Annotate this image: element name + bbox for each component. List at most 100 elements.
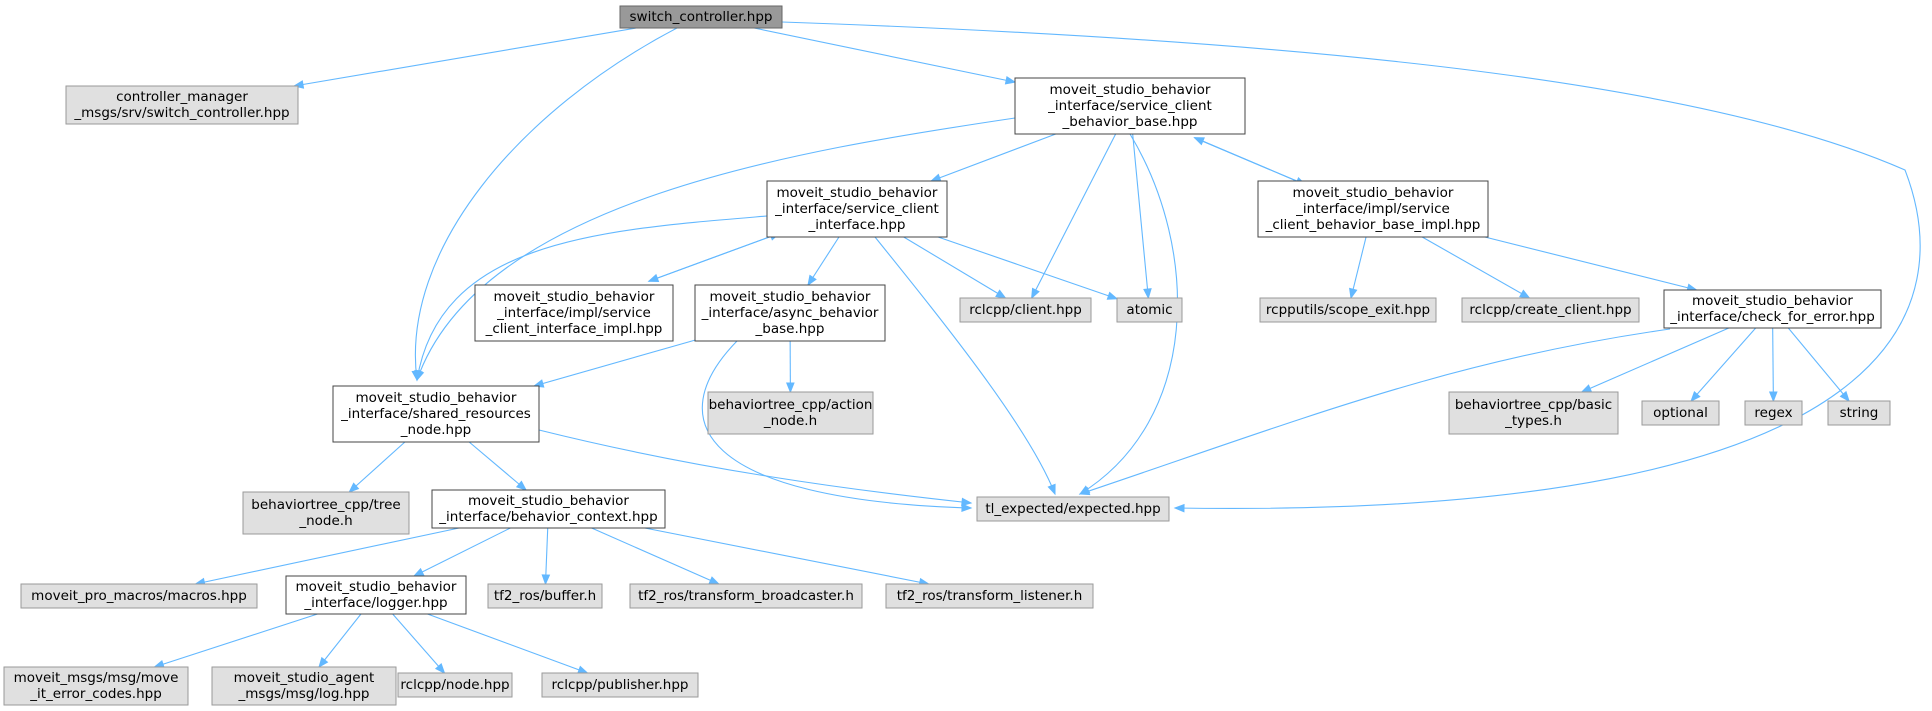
edge-switch_controller-to-scbb (753, 27, 1017, 85)
node-agent-log[interactable]: moveit_studio_agent_msgs/msg/log.hpp (211, 666, 397, 706)
node-tf2-listener[interactable]: tf2_ros/transform_listener.h (885, 583, 1094, 609)
node-box (1116, 297, 1183, 323)
node-label-line: moveit_studio_agent (234, 670, 375, 686)
node-label-line: moveit_studio_behavior (468, 493, 629, 509)
edge-sci-to-atomic (937, 236, 1119, 300)
edge-switch_controller-to-expected (781, 21, 1921, 513)
node-srn[interactable]: moveit_studio_behavior_interface/shared_… (332, 385, 540, 443)
node-label-line: moveit_studio_behavior (356, 390, 517, 406)
edge-scbbi-to-scbb (1193, 137, 1306, 186)
node-label-line: behaviortree_cpp/tree (251, 497, 400, 513)
node-scii[interactable]: moveit_studio_behavior_interface/impl/se… (474, 284, 674, 342)
edge-srn-to-tree_node (348, 441, 406, 493)
node-abb[interactable]: moveit_studio_behavior_interface/async_b… (694, 284, 886, 342)
node-label-line: _base.hpp (755, 321, 825, 337)
node-scbb[interactable]: moveit_studio_behavior_interface/service… (1014, 77, 1246, 135)
node-box (959, 297, 1092, 323)
node-scope-exit[interactable]: rcpputils/scope_exit.hpp (1259, 297, 1437, 323)
node-label-line: _interface/shared_resources (340, 406, 531, 422)
node-label-line: _interface/service_client (1047, 98, 1212, 114)
node-macros[interactable]: moveit_pro_macros/macros.hpp (20, 583, 258, 609)
node-expected[interactable]: tl_expected/expected.hpp (976, 496, 1170, 522)
edge-cfe-to-basic_types (1580, 327, 1730, 393)
edge-scii-to-sci (648, 232, 781, 282)
node-label-line: optional (1653, 405, 1708, 421)
node-tf2-buffer[interactable]: tf2_ros/buffer.h (487, 583, 603, 609)
node-label-line: _node.hpp (400, 422, 471, 438)
edge-bctx-to-tf2_listener (644, 527, 930, 587)
node-label-line: behaviortree_cpp/action (709, 397, 873, 413)
edge-sci-to-expected (874, 236, 1056, 496)
node-create-client[interactable]: rclcpp/create_client.hpp (1461, 297, 1640, 323)
node-label-line: _node.h (763, 413, 817, 429)
node-label-line: tf2_ros/transform_listener.h (897, 588, 1083, 604)
node-box (20, 583, 258, 609)
node-rclcpp-publisher[interactable]: rclcpp/publisher.hpp (541, 672, 699, 698)
node-string[interactable]: string (1827, 400, 1891, 426)
node-label-line: regex (1754, 405, 1792, 421)
edge-abb-to-srn (532, 339, 696, 388)
node-box (707, 391, 874, 435)
edge-bctx-to-tf2_buffer (541, 527, 551, 586)
edge-cfe-to-regex (1768, 327, 1778, 403)
edge-srn-to-expected (538, 429, 973, 507)
node-label-line: rcpputils/scope_exit.hpp (1266, 302, 1430, 318)
node-box (1259, 297, 1437, 323)
node-label-line: tl_expected/expected.hpp (985, 501, 1160, 517)
edge-srn-to-bctx (468, 441, 528, 491)
node-basic-types[interactable]: behaviortree_cpp/basic_types.h (1448, 391, 1619, 435)
node-cfe[interactable]: moveit_studio_behavior_interface/check_f… (1663, 289, 1882, 329)
node-label-line: atomic (1126, 302, 1172, 318)
node-label-line: _interface/behavior_context.hpp (438, 509, 657, 525)
node-label-line: _interface/check_for_error.hpp (1669, 309, 1875, 325)
edge-scbbi-to-scope_exit (1349, 236, 1367, 300)
node-box (1461, 297, 1640, 323)
node-box (285, 575, 467, 615)
node-logger[interactable]: moveit_studio_behavior_interface/logger.… (285, 575, 467, 615)
edge-cfe-to-expected (1078, 328, 1671, 496)
edge-logger-to-rclcpp_publisher (427, 613, 589, 674)
node-label-line: _node.h (298, 513, 352, 529)
node-box (211, 666, 397, 706)
node-box (766, 180, 948, 238)
node-label-line: moveit_msgs/msg/move (14, 670, 179, 686)
node-label-line: _interface/logger.hpp (303, 595, 447, 611)
edge-cfe-to-string (1787, 327, 1850, 403)
edge-switch_controller-to-cm_srv (292, 27, 637, 89)
node-scbbi[interactable]: moveit_studio_behavior_interface/impl/se… (1257, 180, 1489, 238)
node-label-line: _types.h (1504, 413, 1562, 429)
edge-sci-to-rclcpp_client (903, 236, 1007, 299)
node-box (976, 496, 1170, 522)
node-tree-node[interactable]: behaviortree_cpp/tree_node.h (242, 491, 410, 535)
node-label-line: rclcpp/create_client.hpp (1469, 302, 1631, 318)
node-atomic[interactable]: atomic (1116, 297, 1183, 323)
node-bctx[interactable]: moveit_studio_behavior_interface/behavio… (431, 489, 666, 529)
edge-logger-to-agent_log (318, 613, 362, 669)
node-label-line: _interface/async_behavior (701, 305, 879, 321)
node-label-line: moveit_studio_behavior (1692, 293, 1853, 309)
node-move-it-error-codes[interactable]: moveit_msgs/msg/move_it_error_codes.hpp (3, 666, 189, 706)
node-label-line: rclcpp/publisher.hpp (552, 677, 689, 693)
node-box (65, 85, 299, 125)
node-box (397, 672, 513, 698)
edge-scbb-to-rclcpp_client (1031, 133, 1117, 300)
edge-logger-to-rclcpp_node (392, 613, 446, 675)
node-sci[interactable]: moveit_studio_behavior_interface/service… (766, 180, 948, 238)
node-label-line: tf2_ros/transform_broadcaster.h (638, 588, 854, 604)
edge-abb-to-action_node (786, 340, 795, 394)
node-box (541, 672, 699, 698)
node-label-line: moveit_pro_macros/macros.hpp (31, 588, 247, 604)
node-box (1663, 289, 1882, 329)
node-rclcpp-node[interactable]: rclcpp/node.hpp (397, 672, 513, 698)
node-optional[interactable]: optional (1641, 400, 1720, 426)
node-rclcpp-client[interactable]: rclcpp/client.hpp (959, 297, 1092, 323)
node-regex[interactable]: regex (1744, 400, 1803, 426)
node-label-line: _msgs/msg/log.hpp (238, 686, 370, 702)
node-action-node[interactable]: behaviortree_cpp/action_node.h (707, 391, 874, 435)
edge-sci-to-srn (414, 215, 768, 382)
node-switch-controller[interactable]: switch_controller.hpp (619, 5, 783, 29)
node-label-line: _it_error_codes.hpp (29, 686, 162, 702)
node-tf2-broadcaster[interactable]: tf2_ros/transform_broadcaster.h (629, 583, 863, 609)
node-cm-srv[interactable]: controller_manager_msgs/srv/switch_contr… (65, 85, 299, 125)
node-label-line: moveit_studio_behavior (1293, 185, 1454, 201)
